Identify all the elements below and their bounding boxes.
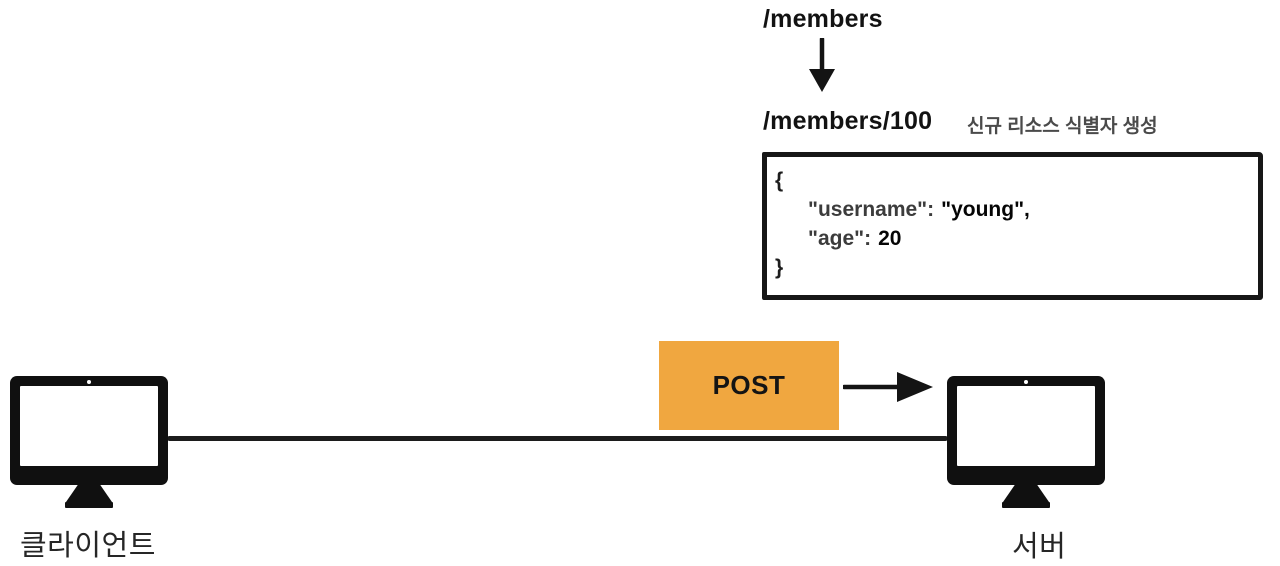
- method-label: POST: [712, 370, 786, 400]
- client-label: 클라이언트: [20, 530, 156, 562]
- created-resource-path-label: /members/100: [763, 107, 933, 135]
- request-body-box: { "username": "young", "age": 20 }: [762, 152, 1263, 300]
- down-arrow-icon: [809, 38, 835, 92]
- json-key: "username":: [808, 198, 935, 221]
- monitor-base: [65, 502, 113, 508]
- monitor-stand: [66, 484, 112, 502]
- monitor-stand: [1003, 484, 1049, 502]
- collection-path-label: /members: [763, 5, 883, 33]
- monitor-base: [1002, 502, 1050, 508]
- monitor-screen: [957, 386, 1095, 466]
- json-value: 20: [878, 227, 902, 250]
- annotation-label: 신규 리소스 식별자 생성: [967, 116, 1158, 137]
- server-label: 서버: [1012, 531, 1067, 563]
- json-comma: ,: [1024, 198, 1030, 221]
- monitor-screen: [20, 386, 158, 466]
- json-value: "young": [941, 198, 1025, 221]
- open-brace: {: [775, 169, 784, 192]
- close-brace: }: [775, 256, 784, 279]
- method-badge: POST: [659, 341, 839, 430]
- server-monitor-icon: [947, 376, 1105, 508]
- webcam-dot: [87, 380, 91, 384]
- right-arrow-icon: [843, 372, 933, 402]
- json-line-username: "username": "young",: [775, 195, 1248, 224]
- json-line-age: "age": 20: [775, 224, 1248, 253]
- json-key: "age":: [808, 227, 872, 250]
- webcam-dot: [1024, 380, 1028, 384]
- connection-line: [167, 436, 948, 441]
- client-monitor-icon: [10, 376, 168, 508]
